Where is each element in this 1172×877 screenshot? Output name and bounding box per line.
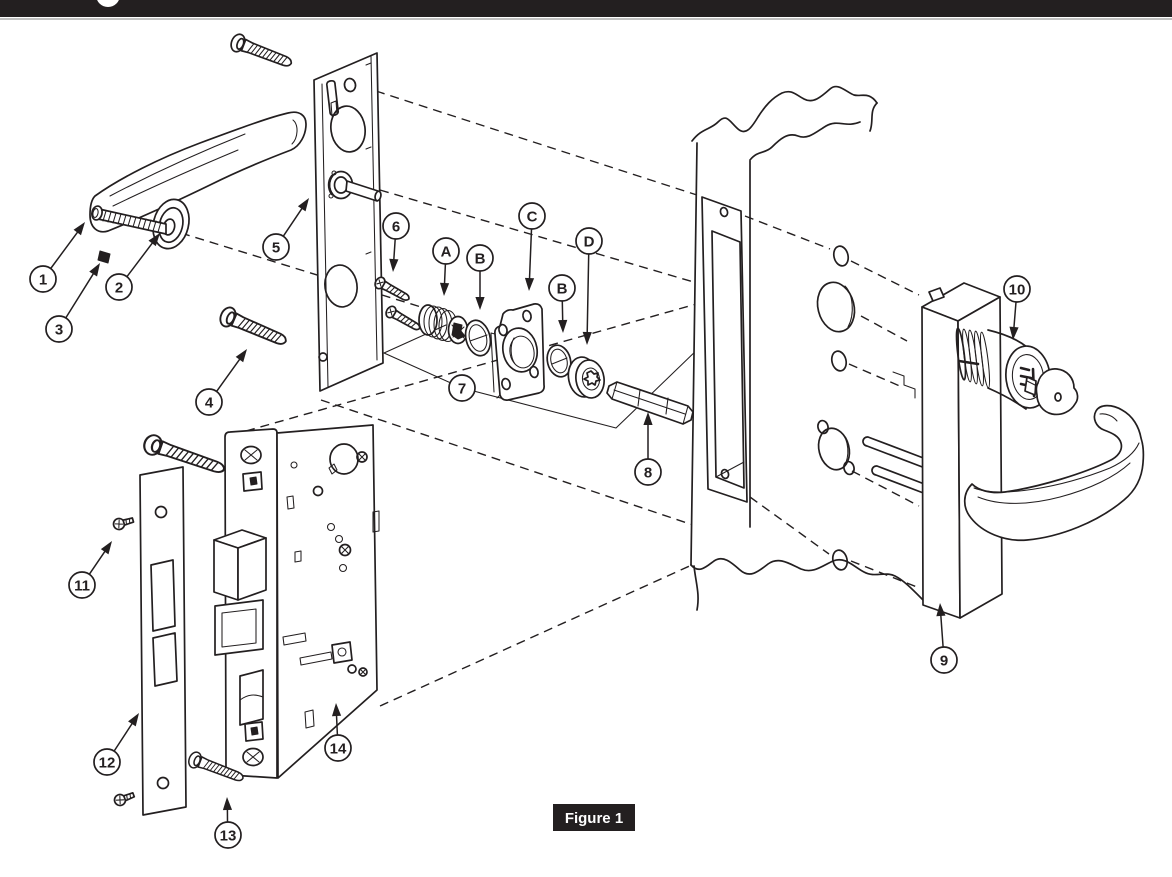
svg-text:1: 1 [39, 272, 47, 289]
inside-escutcheon-plate [313, 52, 384, 392]
aux-latch [239, 669, 264, 726]
callout-8: 8 [634, 412, 662, 486]
callout-11: 11 [68, 538, 116, 599]
deadbolt-opening [152, 632, 178, 687]
trim-ring-B1 [464, 319, 492, 357]
projection-dashed-lines [180, 90, 701, 707]
callout-C: C [518, 202, 546, 292]
spindle-hub-square [331, 641, 353, 664]
svg-text:4: 4 [205, 395, 214, 412]
outside-trim-plate [921, 282, 1003, 619]
svg-text:13: 13 [220, 828, 237, 845]
svg-text:7: 7 [458, 381, 466, 398]
callout-6: 6 [382, 212, 410, 273]
lever-hub [152, 198, 190, 250]
svg-text:11: 11 [74, 578, 90, 595]
svg-text:5: 5 [272, 240, 280, 257]
figure-caption: Figure 1 [553, 804, 635, 831]
callout-D: D [575, 227, 603, 346]
outside-lever [963, 404, 1145, 542]
svg-text:6: 6 [392, 219, 400, 236]
callout-9: 9 [930, 602, 958, 674]
callout-14: 14 [324, 702, 352, 762]
deadbolt [214, 599, 264, 656]
trim-top-post [928, 287, 945, 302]
callout-10: 10 [1003, 275, 1031, 341]
faceplate [139, 466, 187, 816]
header-bar [0, 0, 1172, 20]
svg-text:A: A [441, 244, 452, 261]
svg-text:8: 8 [644, 465, 652, 482]
trim-ring-B2 [546, 344, 572, 378]
mortise-lock-assembly [111, 424, 380, 816]
spindle-8 [606, 381, 694, 425]
svg-text:B: B [475, 251, 486, 268]
svg-text:12: 12 [99, 755, 116, 772]
callouts: 1 2 3 4 5 6 7 8 9 [29, 195, 1031, 849]
callout-2: 2 [105, 230, 164, 301]
callout-3: 3 [45, 260, 104, 343]
thumbturn-spindle [327, 170, 382, 202]
callout-B2: B [548, 274, 576, 334]
svg-text:9: 9 [940, 653, 948, 670]
latch-bolt [213, 529, 267, 601]
retainer-clip [892, 371, 916, 399]
thumbturn-cylinder-A [418, 304, 469, 345]
lock-case [213, 424, 380, 779]
latch-opening [150, 559, 176, 632]
callout-7: 7 [448, 374, 476, 402]
spindle-screw-2 [91, 205, 167, 235]
escutcheon-upper-hole [330, 105, 366, 153]
callout-A: A [432, 237, 460, 297]
callout-1: 1 [29, 219, 89, 293]
set-screw-3 [97, 250, 111, 264]
outside-cylinder [955, 327, 1079, 416]
cylinder-mounting-plate-C [490, 303, 545, 401]
key [1024, 368, 1079, 416]
door-bore-holes [816, 245, 856, 571]
callout-5: 5 [262, 195, 313, 261]
escutcheon-lower-hole [324, 264, 358, 308]
door [690, 85, 927, 611]
svg-text:10: 10 [1009, 282, 1026, 299]
callout-12: 12 [93, 710, 143, 776]
mortise-pocket [701, 196, 748, 503]
figure-caption-label: Figure 1 [565, 810, 623, 827]
svg-text:B: B [557, 281, 568, 298]
cylinder-collar-D [567, 356, 605, 399]
svg-text:C: C [527, 209, 538, 226]
cylinder-pin [957, 359, 980, 366]
inside-lever [89, 111, 307, 264]
callout-13: 13 [214, 796, 242, 849]
callout-4: 4 [195, 346, 251, 416]
projection-dashed-lines-right [744, 215, 920, 588]
svg-text:3: 3 [55, 322, 63, 339]
svg-text:2: 2 [115, 280, 123, 297]
callout-B1: B [466, 244, 494, 310]
svg-text:14: 14 [330, 741, 347, 758]
spindle-star-hole [583, 370, 601, 386]
partial-logo-icon [97, 0, 119, 7]
svg-text:D: D [584, 234, 595, 251]
